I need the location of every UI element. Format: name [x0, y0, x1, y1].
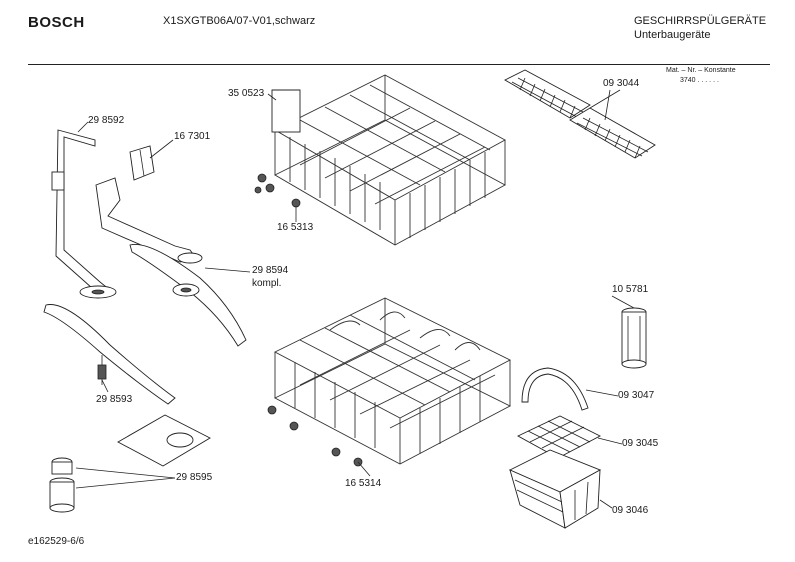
- leader-lines: [75, 89, 635, 509]
- filter-cylinders-illustration: [49, 457, 75, 513]
- label-16-7301: 16 7301: [174, 131, 211, 142]
- label-29-8594: 29 8594: [252, 265, 289, 276]
- material-number-value: 3740 . . . . . .: [680, 77, 719, 84]
- label-29-8592: 29 8592: [88, 115, 125, 126]
- label-16-5313: 16 5313: [277, 222, 314, 233]
- header-divider: [28, 64, 770, 65]
- clip-illustration: [129, 145, 155, 181]
- basket-lid-illustration: [517, 415, 601, 459]
- tube-illustration: [621, 307, 647, 369]
- lower-spray-arm-illustration: [43, 304, 176, 405]
- label-09-3045: 09 3045: [622, 438, 659, 449]
- supply-pipe-illustration: [51, 129, 117, 299]
- upper-basket-illustration: [271, 74, 506, 246]
- material-number-header: Mat. – Nr. – Konstante: [666, 67, 736, 74]
- basket-handle-illustration: [521, 367, 589, 411]
- label-35-0523: 35 0523: [228, 88, 265, 99]
- document-id: e162529-6/6: [28, 536, 85, 547]
- filter-plate-illustration: [117, 414, 211, 467]
- brand-logo: BOSCH: [28, 14, 85, 31]
- cutlery-rack-1: [504, 69, 591, 119]
- cutlery-basket-illustration: [508, 449, 602, 529]
- label-29-8594-note: kompl.: [252, 278, 282, 289]
- upper-spray-arm-illustration: [129, 243, 247, 347]
- model-number: X1SXGTB06A/07-V01,schwarz: [163, 15, 316, 27]
- upper-basket-rollers: [254, 173, 301, 208]
- label-09-3044: 09 3044: [603, 78, 640, 89]
- label-10-5781: 10 5781: [612, 284, 649, 295]
- lower-basket-rollers: [267, 405, 363, 467]
- label-09-3047: 09 3047: [618, 390, 655, 401]
- label-29-8593: 29 8593: [96, 394, 133, 405]
- label-09-3046: 09 3046: [612, 505, 649, 516]
- lower-basket-illustration: [274, 297, 511, 465]
- category-title: GESCHIRRSPÜLGERÄTE: [634, 15, 767, 27]
- cutlery-rack-2: [569, 107, 656, 159]
- label-29-8595: 29 8595: [176, 472, 213, 483]
- category-subtitle: Unterbaugeräte: [634, 29, 711, 41]
- label-16-5314: 16 5314: [345, 478, 382, 489]
